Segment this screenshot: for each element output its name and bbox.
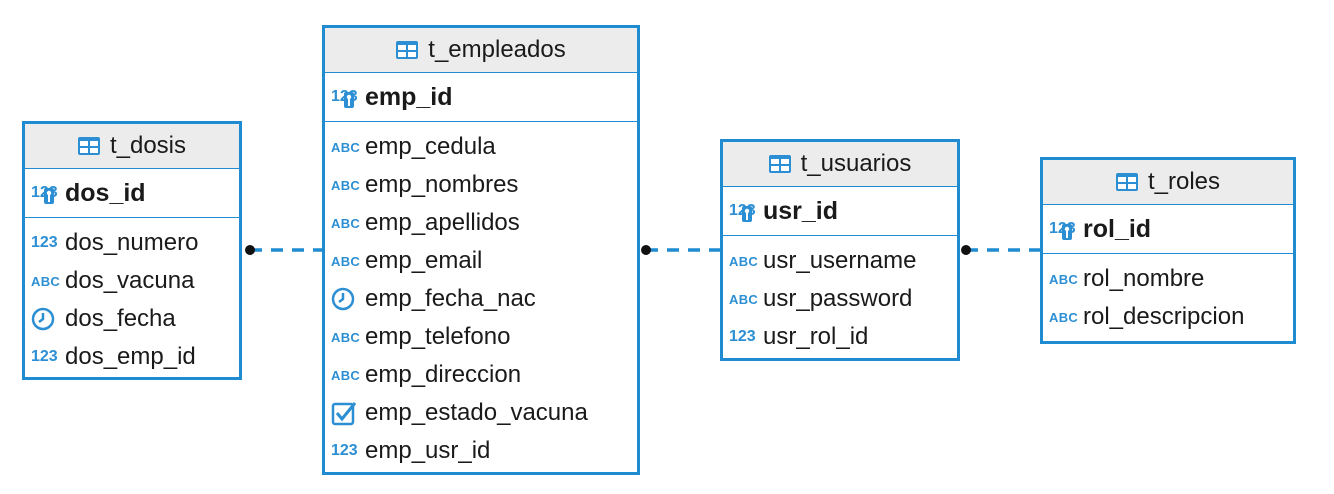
- column-name: emp_nombres: [365, 171, 519, 198]
- table-title: t_roles: [1147, 168, 1221, 195]
- column-row[interactable]: ABC emp_direccion: [325, 356, 637, 394]
- text-type-icon: ABC: [331, 215, 361, 231]
- table-header[interactable]: t_empleados: [325, 28, 637, 73]
- column-name: usr_rol_id: [763, 323, 869, 350]
- checkbox-icon: [331, 400, 365, 426]
- text-type-icon: ABC: [331, 367, 361, 383]
- text-type-icon: ABC: [331, 253, 361, 269]
- column-name: emp_estado_vacuna: [365, 399, 588, 426]
- column-name: emp_cedula: [365, 133, 496, 160]
- primary-key-icon: 123: [729, 202, 763, 222]
- text-type-icon: ABC: [1049, 309, 1079, 325]
- column-row[interactable]: ABC emp_telefono: [325, 318, 637, 356]
- column-row[interactable]: 123 emp_usr_id: [325, 432, 637, 470]
- column-name: emp_apellidos: [365, 209, 520, 236]
- column-name: emp_fecha_nac: [365, 285, 536, 312]
- column-row[interactable]: ABC emp_cedula: [325, 128, 637, 166]
- table-title: t_dosis: [109, 132, 187, 159]
- column-name: usr_username: [763, 247, 917, 274]
- column-row[interactable]: ABC rol_descripcion: [1043, 298, 1293, 336]
- relation-usuarios-roles[interactable]: [961, 245, 1040, 255]
- table-title: t_usuarios: [800, 150, 912, 177]
- number-type-icon: 123: [331, 442, 358, 459]
- primary-key-icon: 123: [31, 184, 65, 204]
- column-name: rol_descripcion: [1083, 303, 1245, 330]
- column-row[interactable]: ABC rol_nombre: [1043, 260, 1293, 298]
- column-row[interactable]: emp_fecha_nac: [325, 280, 637, 318]
- table-icon: [396, 41, 419, 59]
- table-header[interactable]: t_dosis: [25, 124, 239, 169]
- clock-icon: [31, 307, 65, 331]
- pk-row[interactable]: 123 rol_id: [1043, 205, 1293, 254]
- column-row[interactable]: ABC emp_apellidos: [325, 204, 637, 242]
- column-row[interactable]: 123 usr_rol_id: [723, 318, 957, 356]
- pk-column-name: emp_id: [365, 82, 453, 111]
- column-row[interactable]: dos_fecha: [25, 300, 239, 338]
- pk-column-name: rol_id: [1083, 214, 1152, 243]
- pk-column-name: usr_id: [763, 196, 839, 225]
- column-name: dos_numero: [65, 229, 199, 256]
- number-type-icon: 123: [31, 348, 58, 365]
- number-type-icon: 123: [31, 234, 58, 251]
- text-type-icon: ABC: [331, 329, 361, 345]
- table-t_usuarios[interactable]: t_usuarios 123 usr_id ABC usr_username A…: [720, 139, 960, 361]
- column-row[interactable]: ABC usr_password: [723, 280, 957, 318]
- number-type-icon: 123: [729, 328, 756, 345]
- table-icon: [1115, 173, 1138, 191]
- relation-dosis-empleados[interactable]: [245, 245, 322, 255]
- text-type-icon: ABC: [729, 291, 759, 307]
- column-name: usr_password: [763, 285, 913, 312]
- column-name: emp_telefono: [365, 323, 511, 350]
- relation-empleados-usuarios[interactable]: [641, 245, 720, 255]
- table-header[interactable]: t_roles: [1043, 160, 1293, 205]
- column-name: emp_usr_id: [365, 437, 491, 464]
- clock-icon: [331, 287, 365, 311]
- table-header[interactable]: t_usuarios: [723, 142, 957, 187]
- column-row[interactable]: 123 dos_emp_id: [25, 338, 239, 376]
- column-row[interactable]: 123 dos_numero: [25, 224, 239, 262]
- column-name: dos_vacuna: [65, 267, 195, 294]
- text-type-icon: ABC: [1049, 271, 1079, 287]
- column-name: rol_nombre: [1083, 265, 1205, 292]
- table-t_roles[interactable]: t_roles 123 rol_id ABC rol_nombre ABC ro…: [1040, 157, 1296, 344]
- primary-key-icon: 123: [331, 88, 365, 108]
- pk-row[interactable]: 123 emp_id: [325, 73, 637, 122]
- column-row[interactable]: emp_estado_vacuna: [325, 394, 637, 432]
- column-name: dos_fecha: [65, 305, 176, 332]
- column-name: emp_email: [365, 247, 483, 274]
- primary-key-icon: 123: [1049, 220, 1083, 240]
- table-icon: [768, 155, 791, 173]
- column-row[interactable]: ABC emp_nombres: [325, 166, 637, 204]
- text-type-icon: ABC: [331, 177, 361, 193]
- table-title: t_empleados: [428, 36, 566, 63]
- table-icon: [77, 137, 100, 155]
- column-name: dos_emp_id: [65, 343, 196, 370]
- pk-row[interactable]: 123 dos_id: [25, 169, 239, 218]
- text-type-icon: ABC: [729, 253, 759, 269]
- text-type-icon: ABC: [331, 139, 361, 155]
- pk-row[interactable]: 123 usr_id: [723, 187, 957, 236]
- pk-column-name: dos_id: [65, 178, 146, 207]
- column-row[interactable]: ABC dos_vacuna: [25, 262, 239, 300]
- column-name: emp_direccion: [365, 361, 522, 388]
- column-row[interactable]: ABC emp_email: [325, 242, 637, 280]
- column-row[interactable]: ABC usr_username: [723, 242, 957, 280]
- table-t_empleados[interactable]: t_empleados 123 emp_id ABC emp_cedula AB…: [322, 25, 640, 475]
- table-t_dosis[interactable]: t_dosis 123 dos_id 123 dos_numero ABC do…: [22, 121, 242, 380]
- text-type-icon: ABC: [31, 273, 61, 289]
